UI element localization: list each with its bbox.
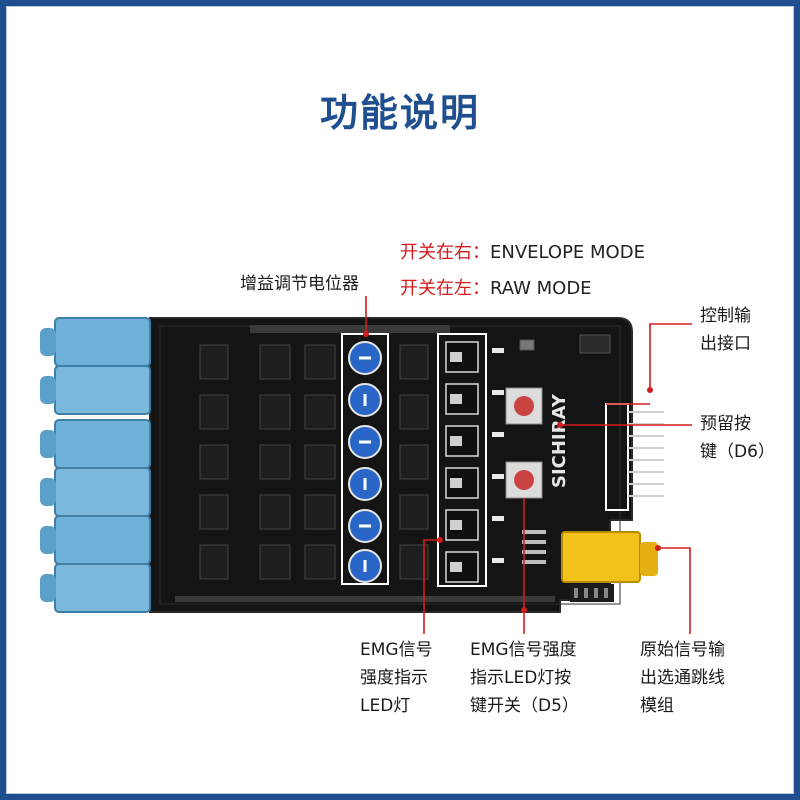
inner-border — [6, 6, 794, 794]
reserved-key-line-1: 预留按 — [700, 414, 751, 434]
raw-jumper-line-3: 模组 — [640, 696, 674, 716]
pointer-dots — [363, 331, 661, 613]
emg-led-label: EMG信号 强度指示 LED灯 — [360, 636, 433, 720]
control-output-line-1: 控制输 — [700, 306, 751, 326]
mode-envelope: 开关在右：ENVELOPE MODE — [400, 238, 645, 264]
jumper-pins — [522, 530, 546, 564]
raw-jumper-line-1: 原始信号输 — [640, 640, 725, 660]
ic-chips — [199, 344, 429, 580]
reserved-key-label: 预留按 键（D6） — [700, 410, 775, 466]
reserved-key-line-2: 键（D6） — [700, 442, 775, 462]
envelope-mode-label: ENVELOPE MODE — [490, 242, 645, 263]
emg-led-indicators — [492, 348, 504, 563]
raw-mode-label: RAW MODE — [490, 278, 592, 299]
gain-potentiometers — [341, 333, 389, 585]
board-brand: SICHIRAY — [549, 393, 570, 488]
emg-led-switch-line-3: 键开关（D5） — [470, 696, 579, 716]
switch-left-label: 开关在左： — [400, 278, 490, 299]
raw-output-jack — [561, 531, 658, 602]
raw-output-jumper-label: 原始信号输 出选通跳线 模组 — [640, 636, 725, 720]
mode-slide-switches — [437, 333, 487, 587]
header-pins-top — [175, 325, 555, 602]
mode-raw: 开关在左：RAW MODE — [400, 274, 592, 300]
gain-pot-label: 增益调节电位器 — [240, 274, 359, 294]
control-output-label: 控制输 出接口 — [700, 302, 751, 358]
audio-jacks — [40, 317, 151, 613]
emg-led-line-2: 强度指示 — [360, 668, 428, 688]
raw-jumper-line-2: 出选通跳线 — [640, 668, 725, 688]
control-output-line-2: 出接口 — [700, 334, 751, 354]
emg-led-switch-label: EMG信号强度 指示LED灯按 键开关（D5） — [470, 636, 579, 720]
emg-led-line-1: EMG信号 — [360, 640, 433, 660]
emg-led-switch-line-2: 指示LED灯按 — [470, 668, 572, 688]
emg-led-line-3: LED灯 — [360, 696, 411, 716]
push-buttons — [505, 387, 543, 499]
top-right-components — [519, 334, 611, 354]
emg-led-switch-line-1: EMG信号强度 — [470, 640, 577, 660]
switch-right-label: 开关在右： — [400, 242, 490, 263]
page-title: 功能说明 — [319, 91, 480, 135]
